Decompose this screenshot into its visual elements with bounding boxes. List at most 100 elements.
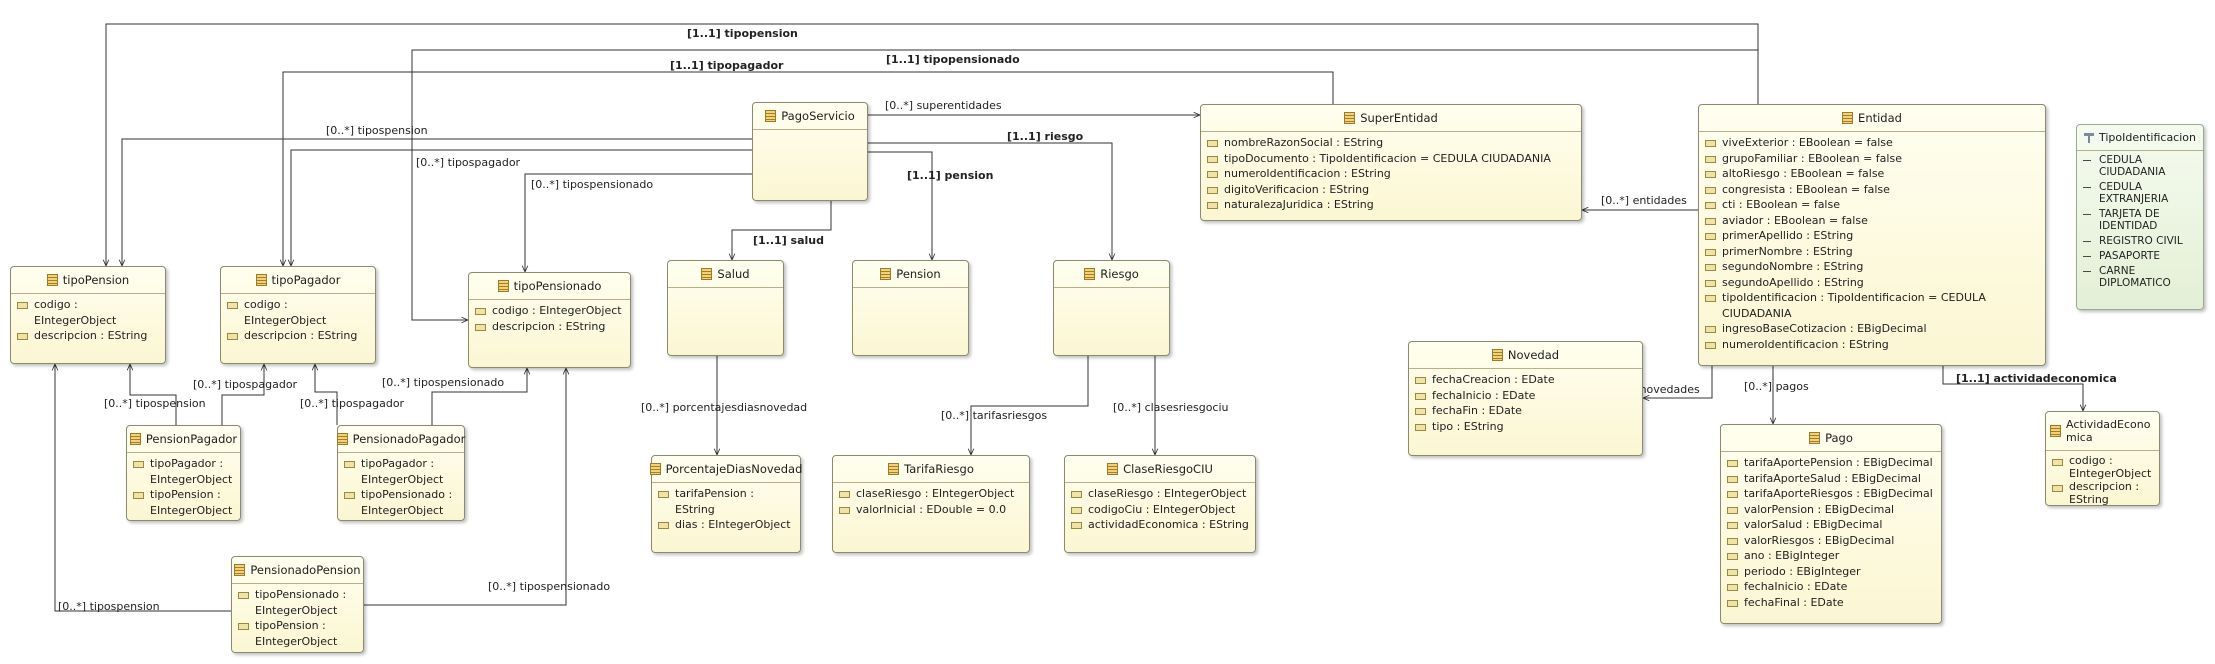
attribute[interactable]: tipoPagador : EIntegerObject bbox=[344, 456, 458, 487]
attribute[interactable]: congresista : EBoolean = false bbox=[1705, 182, 2039, 198]
attribute[interactable]: tipoPension : EIntegerObject bbox=[238, 618, 357, 649]
class-header: ClaseRiesgoCIU bbox=[1065, 456, 1255, 483]
attribute[interactable]: claseRiesgo : EIntegerObject bbox=[1071, 486, 1249, 502]
attribute[interactable]: tipoPensionado : EIntegerObject bbox=[238, 587, 357, 618]
attribute[interactable]: tipoIdentificacion : TipoIdentificacion … bbox=[1705, 290, 2039, 321]
class-header: Riesgo bbox=[1054, 261, 1169, 288]
attribute[interactable]: ano : EBigInteger bbox=[1727, 548, 1935, 564]
class-icon bbox=[1842, 112, 1854, 124]
attribute-icon bbox=[227, 302, 238, 309]
literal-icon bbox=[2083, 271, 2091, 272]
attribute[interactable]: viveExterior : EBoolean = false bbox=[1705, 135, 2039, 151]
attribute-icon bbox=[1705, 140, 1716, 147]
class-icon bbox=[649, 463, 661, 475]
attribute[interactable]: fechaFinal : EDate bbox=[1727, 595, 1935, 611]
attribute[interactable]: tarifaAporteSalud : EBigDecimal bbox=[1727, 471, 1935, 487]
class-tipopagador[interactable]: tipoPagador codigo : EIntegerObject desc… bbox=[220, 266, 376, 364]
attribute[interactable]: tipoPensionado : EIntegerObject bbox=[344, 487, 458, 518]
attribute[interactable]: tipoDocumento : TipoIdentificacion = CED… bbox=[1207, 151, 1575, 167]
attribute[interactable]: descripcion : EString bbox=[17, 328, 159, 344]
attribute[interactable]: fechaInicio : EDate bbox=[1415, 388, 1636, 404]
class-tipopensionado[interactable]: tipoPensionado codigo : EIntegerObject d… bbox=[468, 272, 631, 368]
attribute[interactable]: fechaInicio : EDate bbox=[1727, 579, 1935, 595]
enum-literal[interactable]: CEDULA CIUDADANIA bbox=[2083, 154, 2197, 178]
attribute[interactable]: actividadEconomica : EString bbox=[1071, 517, 1249, 533]
attribute[interactable]: valorPension : EBigDecimal bbox=[1727, 502, 1935, 518]
class-salud[interactable]: Salud bbox=[667, 260, 784, 356]
attribute[interactable]: fechaCreacion : EDate bbox=[1415, 372, 1636, 388]
attribute[interactable]: codigo : EIntegerObject bbox=[2052, 454, 2153, 480]
attribute[interactable]: tarifaAporteRiesgos : EBigDecimal bbox=[1727, 486, 1935, 502]
class-superentidad[interactable]: SuperEntidad nombreRazonSocial : EString… bbox=[1200, 104, 1582, 221]
attribute[interactable]: tarifaPension : EString bbox=[658, 486, 794, 517]
attribute[interactable]: aviador : EBoolean = false bbox=[1705, 213, 2039, 229]
class-entidad[interactable]: Entidad viveExterior : EBoolean = false … bbox=[1698, 104, 2046, 366]
attribute[interactable]: segundoNombre : EString bbox=[1705, 259, 2039, 275]
attribute[interactable]: primerApellido : EString bbox=[1705, 228, 2039, 244]
class-novedad[interactable]: Novedad fechaCreacion : EDate fechaInici… bbox=[1408, 341, 1643, 456]
edge-tarifasriesgos bbox=[971, 356, 1088, 455]
class-tarifariesgo[interactable]: TarifaRiesgo claseRiesgo : EIntegerObjec… bbox=[832, 455, 1030, 553]
class-claseriesgociu[interactable]: ClaseRiesgoCIU claseRiesgo : EIntegerObj… bbox=[1064, 455, 1256, 553]
attribute[interactable]: valorSalud : EBigDecimal bbox=[1727, 517, 1935, 533]
class-pension[interactable]: Pension bbox=[852, 260, 969, 356]
enum-literal[interactable]: CARNE DIPLOMATICO bbox=[2083, 265, 2197, 289]
attribute[interactable]: digitoVerificacion : EString bbox=[1207, 182, 1575, 198]
attribute[interactable]: codigo : EIntegerObject bbox=[17, 297, 159, 328]
attribute[interactable]: codigoCiu : EIntegerObject bbox=[1071, 502, 1249, 518]
relation-label: [0..*] tipospagador bbox=[300, 397, 405, 410]
class-tipopension[interactable]: tipoPension codigo : EIntegerObject desc… bbox=[10, 266, 166, 364]
enum-literal[interactable]: REGISTRO CIVIL bbox=[2083, 235, 2197, 247]
class-header: Pago bbox=[1721, 425, 1941, 452]
attribute[interactable]: dias : EIntegerObject bbox=[658, 517, 794, 533]
attribute-icon bbox=[1727, 584, 1738, 591]
class-pagoservicio[interactable]: PagoServicio bbox=[752, 102, 868, 201]
attribute[interactable]: tarifaAportePension : EBigDecimal bbox=[1727, 455, 1935, 471]
edge-pension bbox=[868, 152, 932, 260]
enum-tipoidentificacion[interactable]: TipoIdentificacion CEDULA CIUDADANIA CED… bbox=[2076, 124, 2204, 310]
relation-label: [0..*] tipospension bbox=[326, 124, 428, 137]
class-name: Riesgo bbox=[1100, 267, 1139, 281]
attribute[interactable]: cti : EBoolean = false bbox=[1705, 197, 2039, 213]
attribute[interactable]: descripcion : EString bbox=[2052, 480, 2153, 506]
attribute[interactable]: tipoPension : EIntegerObject bbox=[133, 487, 234, 518]
attribute[interactable]: nombreRazonSocial : EString bbox=[1207, 135, 1575, 151]
attribute[interactable]: valorInicial : EDouble = 0.0 bbox=[839, 502, 1023, 518]
attribute[interactable]: numeroIdentificacion : EString bbox=[1705, 337, 2039, 353]
class-pensionadopension[interactable]: PensionadoPension tipoPensionado : EInte… bbox=[231, 556, 364, 653]
enum-literal[interactable]: CEDULA EXTRANJERIA bbox=[2083, 181, 2197, 205]
attribute-icon bbox=[475, 308, 486, 315]
attribute[interactable]: claseRiesgo : EIntegerObject bbox=[839, 486, 1023, 502]
attribute[interactable]: codigo : EIntegerObject bbox=[227, 297, 369, 328]
attribute[interactable]: descripcion : EString bbox=[475, 319, 624, 335]
class-pensionadopagador[interactable]: PensionadoPagador tipoPagador : EInteger… bbox=[336, 425, 465, 521]
attribute[interactable]: ingresoBaseCotizacion : EBigDecimal bbox=[1705, 321, 2039, 337]
attribute[interactable]: tipoPagador : EIntegerObject bbox=[133, 456, 234, 487]
attribute[interactable]: periodo : EBigInteger bbox=[1727, 564, 1935, 580]
attribute[interactable]: tipo : EString bbox=[1415, 419, 1636, 435]
attribute[interactable]: numeroIdentificacion : EString bbox=[1207, 166, 1575, 182]
attribute[interactable]: primerNombre : EString bbox=[1705, 244, 2039, 260]
attribute-icon bbox=[17, 302, 28, 309]
class-pago[interactable]: Pago tarifaAportePension : EBigDecimal t… bbox=[1720, 424, 1942, 624]
attribute[interactable]: descripcion : EString bbox=[227, 328, 369, 344]
attribute[interactable]: altoRiesgo : EBoolean = false bbox=[1705, 166, 2039, 182]
attribute[interactable]: segundoApellido : EString bbox=[1705, 275, 2039, 291]
attribute-icon bbox=[133, 492, 144, 499]
literal-icon bbox=[2083, 256, 2091, 257]
attribute[interactable]: grupoFamiliar : EBoolean = false bbox=[1705, 151, 2039, 167]
attribute[interactable]: fechaFin : EDate bbox=[1415, 403, 1636, 419]
class-actividadeconomica[interactable]: ActividadEconomica codigo : EIntegerObje… bbox=[2045, 411, 2160, 506]
enum-literal[interactable]: TARJETA DE IDENTIDAD bbox=[2083, 208, 2197, 232]
class-riesgo[interactable]: Riesgo bbox=[1053, 260, 1170, 356]
class-porcentajediasnovedad[interactable]: PorcentajeDiasNovedad tarifaPension : ES… bbox=[649, 455, 802, 553]
attribute-icon bbox=[1415, 423, 1426, 431]
attribute-icon bbox=[1705, 217, 1716, 225]
attribute[interactable]: valorRiesgos : EBigDecimal bbox=[1727, 533, 1935, 549]
enum-literal[interactable]: PASAPORTE bbox=[2083, 250, 2197, 262]
class-header: ActividadEconomica bbox=[2046, 412, 2159, 451]
attribute[interactable]: naturalezaJuridica : EString bbox=[1207, 197, 1575, 213]
class-pensionpagador[interactable]: PensionPagador tipoPagador : EIntegerObj… bbox=[126, 425, 241, 521]
attribute[interactable]: codigo : EIntegerObject bbox=[475, 303, 624, 319]
relation-label: [0..*] tipospensionado bbox=[488, 580, 611, 593]
